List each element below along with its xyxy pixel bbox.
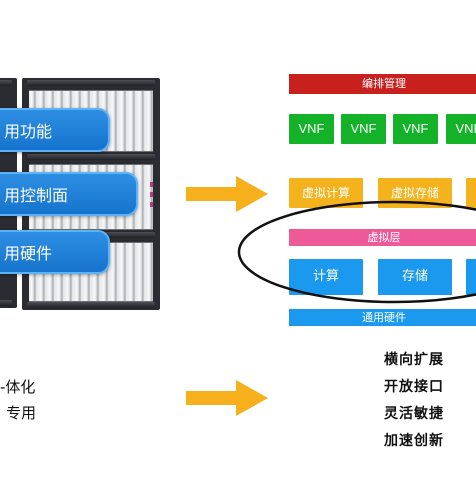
orchestration-bar: 编排管理 — [289, 74, 476, 94]
highlight-ellipse — [237, 200, 476, 304]
resource-box-3 — [466, 259, 476, 295]
nfv-trait-innovation: 加速创新 — [384, 433, 444, 449]
vnf-box-3: VNF — [393, 114, 438, 144]
legacy-trait-dedicated: 专用 — [6, 404, 37, 422]
lower-arrow-icon — [186, 380, 268, 416]
compute-box: 计算 — [289, 259, 363, 295]
vnf-box-2: VNF — [341, 114, 386, 144]
storage-box: 存储 — [378, 259, 452, 295]
nfv-trait-agile: 灵活敏捷 — [384, 406, 444, 422]
legacy-label-hardware: 用硬件 — [0, 230, 110, 274]
nfv-trait-scale-out: 横向扩展 — [384, 352, 444, 368]
legacy-trait-integrated: -体化 — [0, 378, 36, 396]
vnf-box-1: VNF — [289, 114, 334, 144]
legacy-label-function: 用功能 — [0, 108, 110, 152]
vnf-box-4: VNF — [446, 114, 476, 144]
virtual-layer-bar: 虚拟层 — [289, 229, 476, 246]
nfv-trait-open-interface: 开放接口 — [384, 379, 444, 395]
virtual-function-box-3 — [466, 178, 476, 208]
upper-arrow-icon — [186, 176, 268, 212]
legacy-label-control-plane: 用控制面 — [0, 172, 138, 216]
generic-hardware-bar: 通用硬件 — [289, 309, 476, 326]
